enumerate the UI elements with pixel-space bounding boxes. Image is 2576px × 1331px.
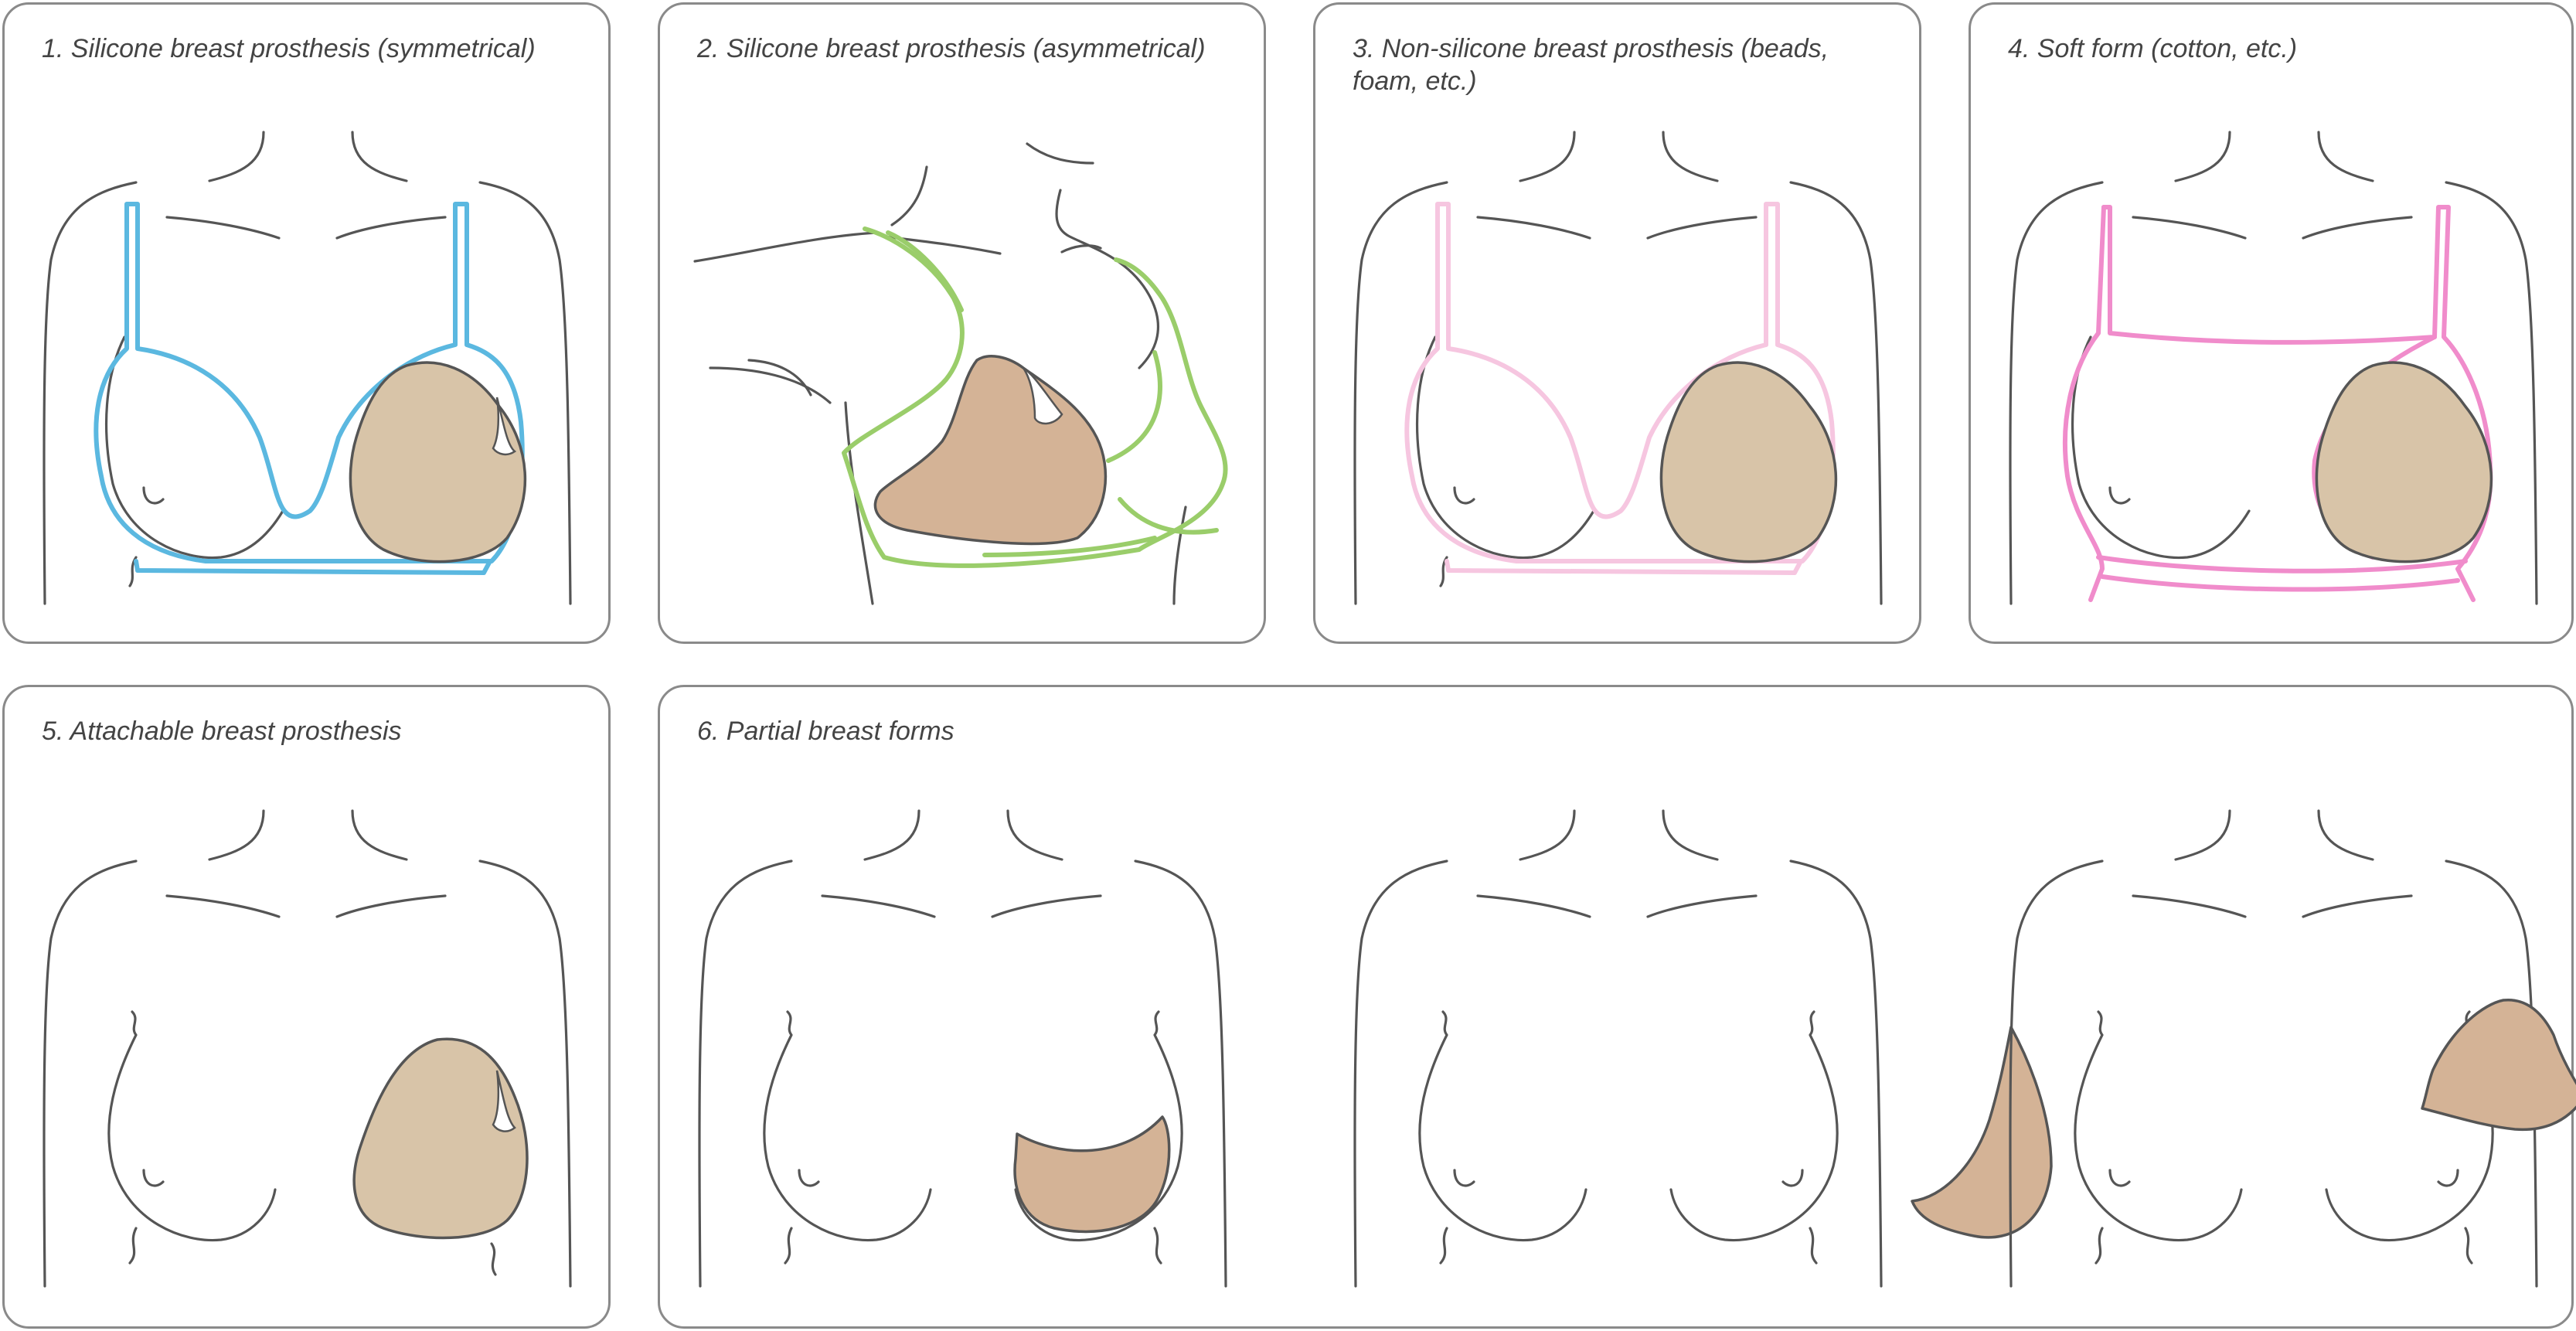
panel-partial-forms: 6. Partial breast forms [658,685,2576,1329]
prosthesis-form [352,1037,529,1240]
non-silicone-illustration [1353,131,1883,605]
soft-form-illustration [2009,131,2538,605]
prosthesis-form [1659,361,1838,563]
bra-outline [1404,202,1836,563]
attachable-illustration [43,809,572,1288]
bra-outline [842,226,1228,568]
silicone-symmetrical-illustration [43,131,572,605]
panel-caption: 1. Silicone breast prosthesis (symmetric… [42,34,536,63]
partial-form-upper [2009,809,2576,1288]
bra-outline [94,202,525,563]
panel-silicone-asymmetrical: 2. Silicone breast prosthesis (asymmetri… [658,2,1266,644]
nipple-shadow-icon [492,1070,516,1132]
partial-form-lower [698,809,1227,1288]
panel-non-silicone: 3. Non-silicone breast prosthesis (beads… [1313,2,1921,644]
panel-soft-form: 4. Soft form (cotton, etc.) [1969,2,2574,644]
nipple-shadow-icon [492,397,517,456]
panel-caption: 4. Soft form (cotton, etc.) [2008,34,2298,63]
prosthesis-form [873,355,1108,546]
panel-caption: 5. Attachable breast prosthesis [42,717,402,746]
silicone-asymmetrical-illustration [693,142,1228,605]
partial-form-side [1353,809,2053,1288]
panel-caption: 3. Non-silicone breast prosthesis (beads… [1353,34,1829,96]
panel-attachable: 5. Attachable breast prosthesis [2,685,611,1329]
panel-silicone-symmetrical: 1. Silicone breast prosthesis (symmetric… [2,2,611,644]
panel-caption: 2. Silicone breast prosthesis (asymmetri… [697,34,1206,63]
nipple-shadow-icon [1022,366,1063,425]
prosthesis-form [2315,361,2493,563]
partial-forms-illustration [698,809,2576,1288]
panel-caption: 6. Partial breast forms [697,717,955,746]
prosthesis-form [349,361,527,563]
